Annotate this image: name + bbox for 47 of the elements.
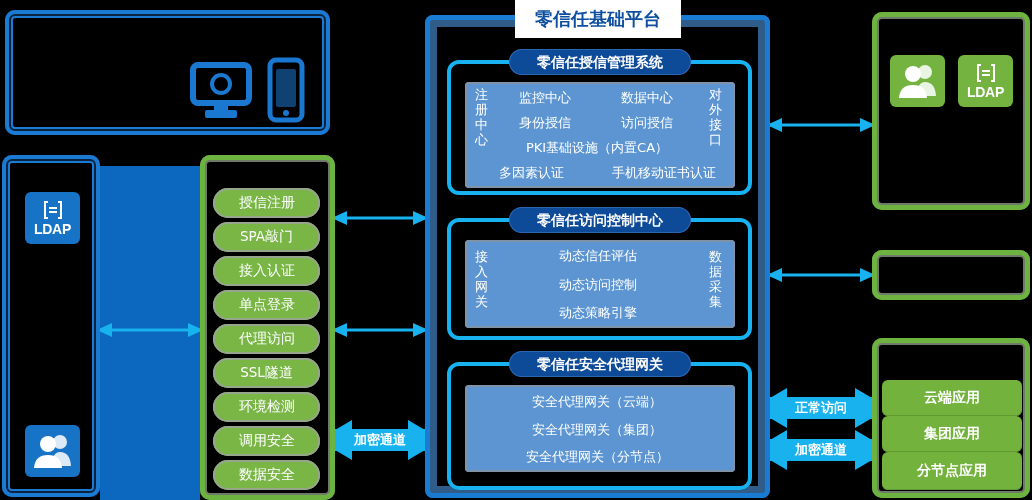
module-label: 注册中心: [474, 88, 488, 148]
module-area: [465, 240, 735, 328]
module-label: 数据中心: [621, 90, 673, 106]
subsystem-title: 零信任授信管理系统: [508, 49, 691, 75]
icon-panel: [5, 10, 330, 135]
feature-item: SPA敲门: [213, 222, 320, 252]
feature-panel: [200, 155, 335, 500]
ldap-label: LDAP: [967, 84, 1004, 99]
edge-label: 正常访问: [794, 400, 848, 416]
feature-item: 授信注册: [213, 188, 320, 218]
application-item: 分节点应用: [882, 452, 1022, 490]
feature-item: 环境检测: [213, 392, 320, 422]
resource-panel: [872, 12, 1030, 210]
resource-panel: [872, 250, 1030, 300]
module-label: 身份授信: [519, 115, 571, 131]
module-label: 接入网关: [474, 250, 488, 310]
icon-panel: [2, 155, 100, 497]
module-area: [465, 82, 735, 188]
module-label: 访问授信: [621, 115, 673, 131]
feature-item: 接入认证: [213, 256, 320, 286]
module-label: 安全代理网关（集团）: [532, 422, 662, 438]
feature-item: 代理访问: [213, 324, 320, 354]
ldap-label: LDAP: [34, 221, 71, 236]
feature-item: 调用安全: [213, 426, 320, 456]
edge-label: 加密通道: [353, 432, 407, 448]
platform-title: 零信任基础平台: [514, 0, 681, 38]
feature-item: 单点登录: [213, 290, 320, 320]
application-item: 云端应用: [882, 380, 1022, 416]
module-label: 多因素认证: [498, 165, 564, 181]
module-area: [465, 385, 735, 472]
module-label: 安全代理网关（云端）: [532, 394, 662, 410]
module-label: 手机移动证书认证: [612, 165, 716, 181]
feature-item: SSL隧道: [213, 358, 320, 388]
module-label: PKI基础设施（内置CA）: [525, 140, 669, 156]
application-item: 集团应用: [882, 416, 1022, 452]
module-label: 动态信任评估: [559, 248, 637, 264]
edge-label: 加密通道: [794, 442, 848, 458]
subsystem-title: 零信任安全代理网关: [508, 351, 691, 377]
feature-item: 数据安全: [213, 460, 320, 490]
module-label: 动态访问控制: [559, 277, 637, 293]
module-label: 监控中心: [519, 90, 571, 106]
module-label: 对外接口: [708, 88, 722, 148]
resource-panel: [872, 338, 1030, 498]
module-label: 安全代理网关（分节点）: [525, 449, 669, 465]
module-label: 数据采集: [708, 250, 722, 310]
module-label: 动态策略引擎: [559, 305, 637, 321]
subsystem-title: 零信任访问控制中心: [508, 207, 691, 233]
